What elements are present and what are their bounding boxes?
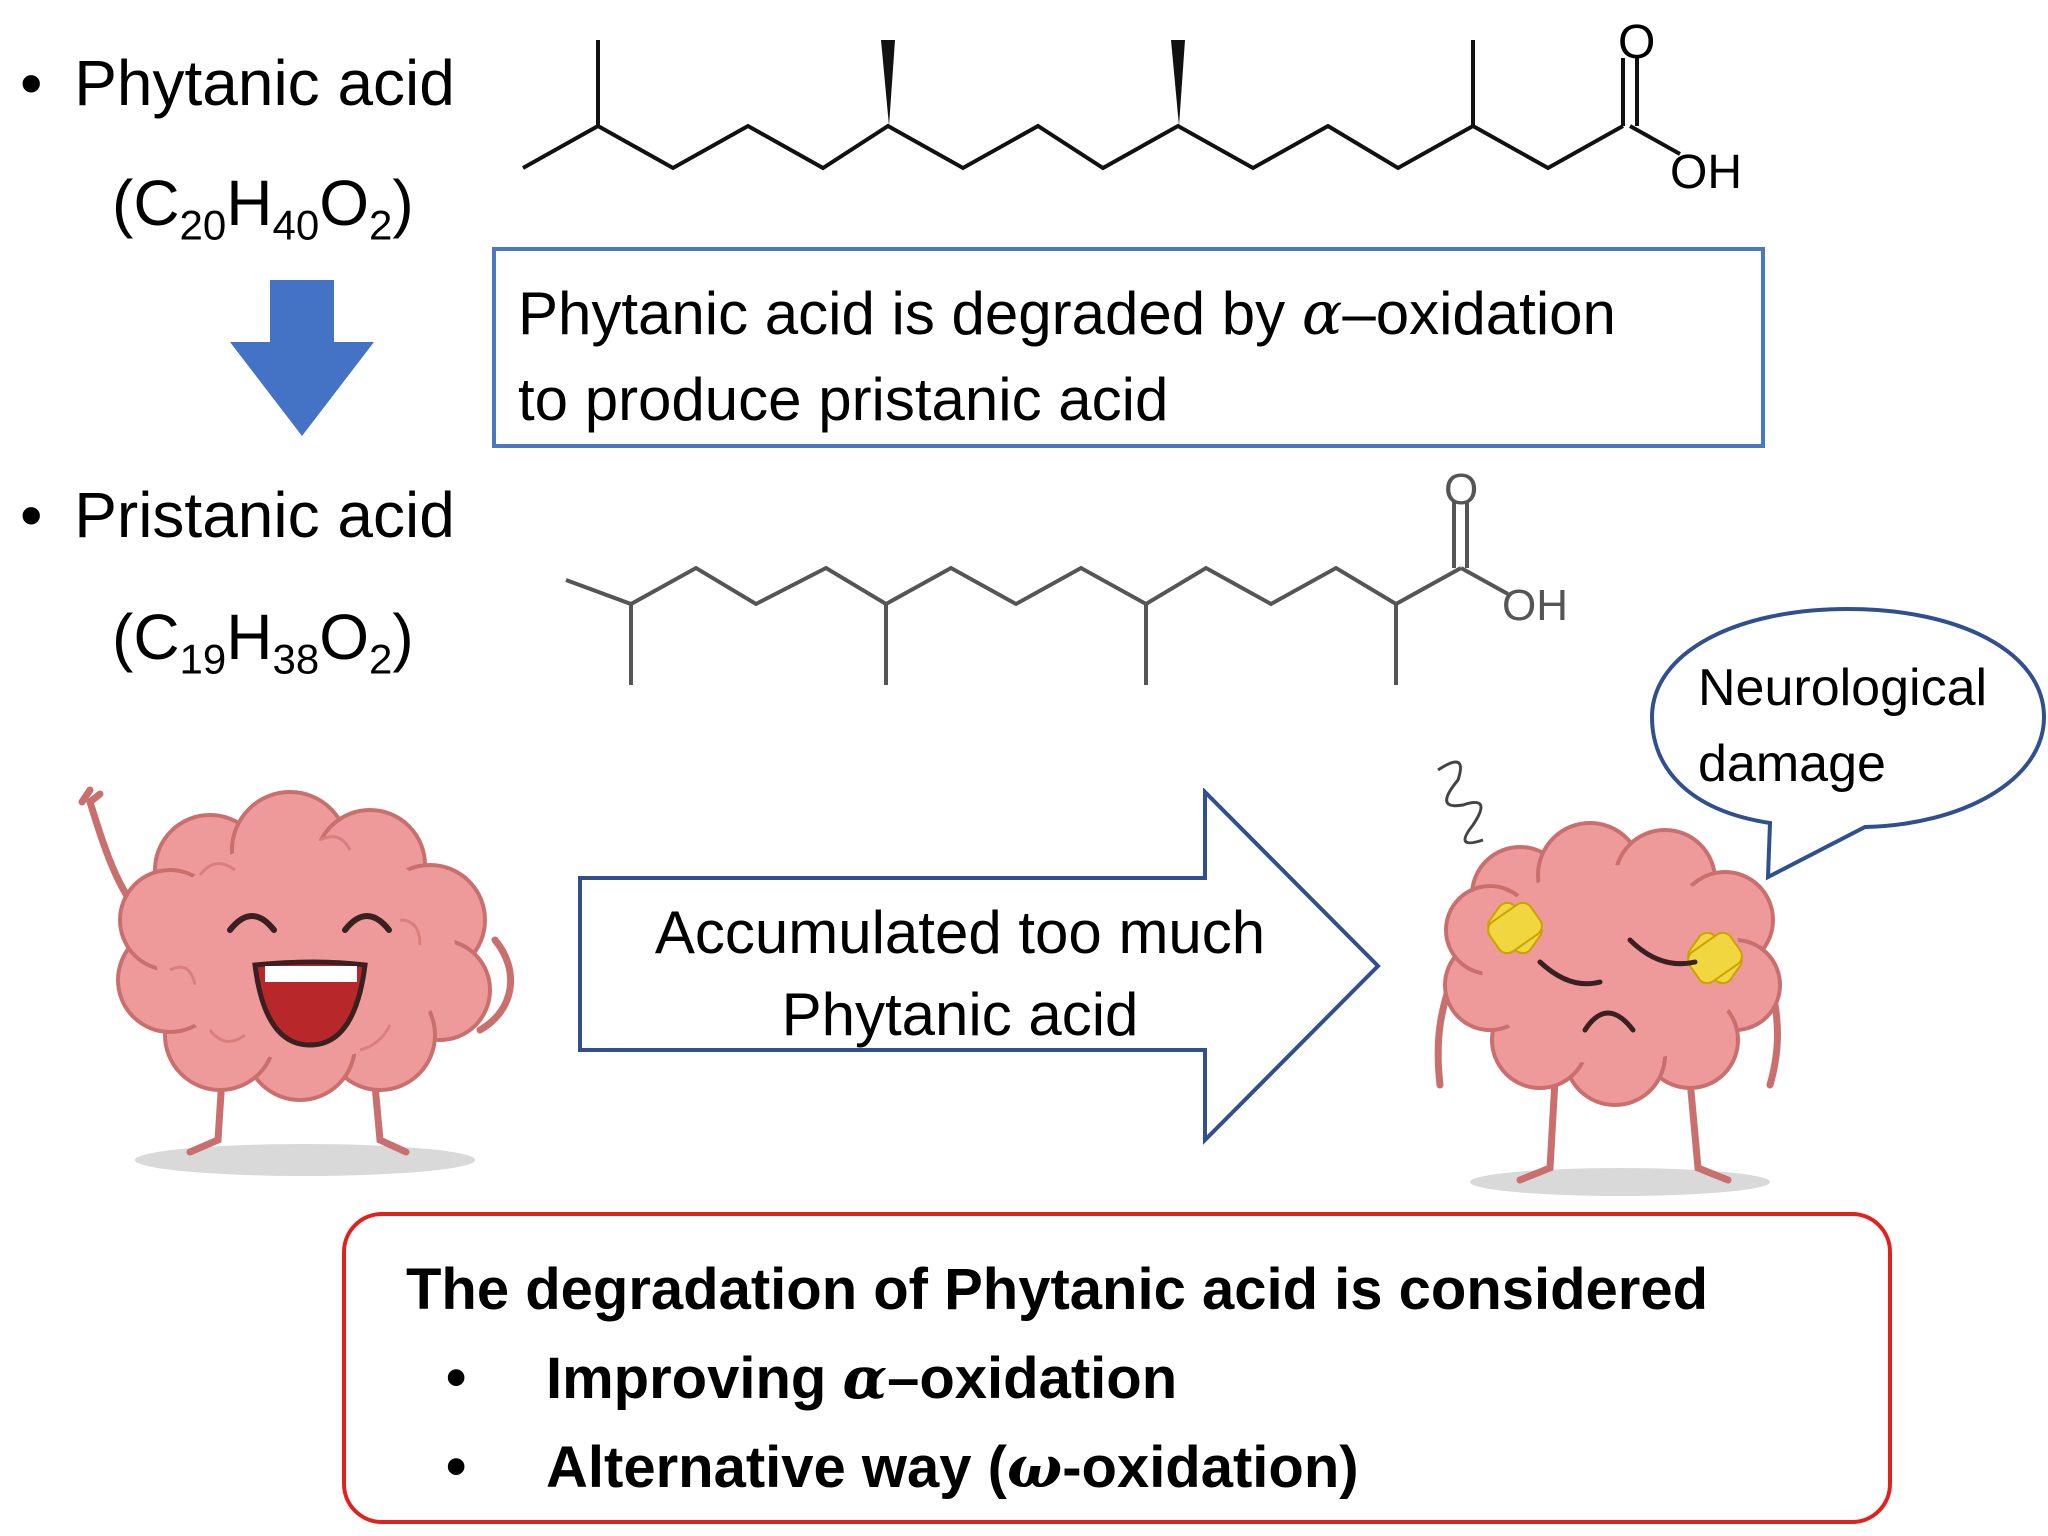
pristanic-structure: O OH <box>565 470 1568 685</box>
info-line-2: to produce pristanic acid <box>518 366 1169 433</box>
brain-body <box>116 790 492 1102</box>
brain-body <box>1443 821 1782 1107</box>
down-arrow <box>230 280 374 436</box>
happy-brain-illustration <box>78 786 514 1176</box>
bandage-icon <box>1487 901 1543 955</box>
bullet: • <box>20 47 43 119</box>
open-smile <box>252 959 368 1048</box>
phytanic-acid-label: • Phytanic acid <box>20 46 455 120</box>
phytanic-formula: (C20H40O2) <box>112 167 414 249</box>
conclusion-box: The degradation of Phytanic acid is cons… <box>342 1212 1892 1524</box>
compound-name: Phytanic acid <box>74 47 455 119</box>
oxygen-label: O <box>1618 16 1655 69</box>
wedge-bond <box>1171 40 1185 126</box>
speech-bubble <box>1650 606 2047 881</box>
info-box: Phytanic acid is degraded by α–oxidation… <box>492 247 1765 448</box>
hydroxyl-label: OH <box>1670 146 1742 199</box>
pristanic-formula: (C19H38O2) <box>112 601 414 683</box>
oxygen-label: O <box>1444 470 1478 514</box>
bullet: • <box>446 1345 467 1410</box>
bullet: • <box>20 479 43 551</box>
bandage-icon <box>1687 931 1743 985</box>
arrow-label: Accumulated too much Phytanic acid <box>654 899 1266 1048</box>
pristanic-acid-label: • Pristanic acid <box>20 478 455 552</box>
alpha-symbol: α <box>842 1344 888 1412</box>
hydroxyl-label: OH <box>1502 581 1568 630</box>
phytanic-structure: O OH <box>522 16 1742 199</box>
frown <box>1582 1010 1636 1033</box>
wedge-bond <box>881 40 895 126</box>
omega-symbol: ω <box>1006 1433 1063 1501</box>
info-line-1: Phytanic acid is degraded by α–oxidation <box>518 279 1616 349</box>
compound-name: Pristanic acid <box>74 479 455 551</box>
speech-bubble-text: Neurological damage <box>1698 659 1988 793</box>
right-arrow <box>578 788 1381 1145</box>
sad-brain-illustration <box>1434 760 1782 1196</box>
conclusion-heading: The degradation of Phytanic acid is cons… <box>406 1257 1709 1322</box>
conclusion-item-2: • Alternative way (ω-oxidation) <box>406 1423 1888 1512</box>
dizzy-scribble-icon <box>1437 760 1484 845</box>
conclusion-item-1: • Improving α–oxidation <box>406 1334 1888 1423</box>
bullet: • <box>446 1434 467 1499</box>
alpha-symbol: α <box>1301 279 1343 349</box>
